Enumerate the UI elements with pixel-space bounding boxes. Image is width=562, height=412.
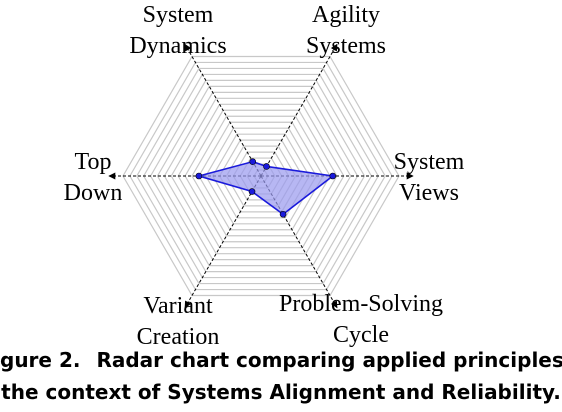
grid-ring [136,67,386,285]
radar-series [195,158,337,218]
data-point-system-views [329,172,337,180]
caption-text-2: the context of Systems Alignment and Rel… [1,380,561,404]
grid-ring [170,97,352,255]
figure-caption-line-2: the context of Systems Alignment and Rel… [0,380,562,404]
axis-line-variant-creation [184,175,262,309]
data-point-variant-creation [248,188,256,195]
data-point-system-dynamics [249,158,257,165]
figure-caption-line-1: gure 2. Radar chart comparing applied pri… [0,348,562,372]
figure-label: gure 2. [0,348,81,372]
grid-ring [156,85,366,267]
caption-text-1: Radar chart comparing applied principles [96,348,562,372]
data-point-agility-systems [263,163,270,170]
axis-line-agility-systems [260,43,338,177]
data-point-top-down [195,172,203,180]
axis-line-system-dynamics [184,43,262,177]
data-point-problem-solving-cycle [279,210,287,218]
